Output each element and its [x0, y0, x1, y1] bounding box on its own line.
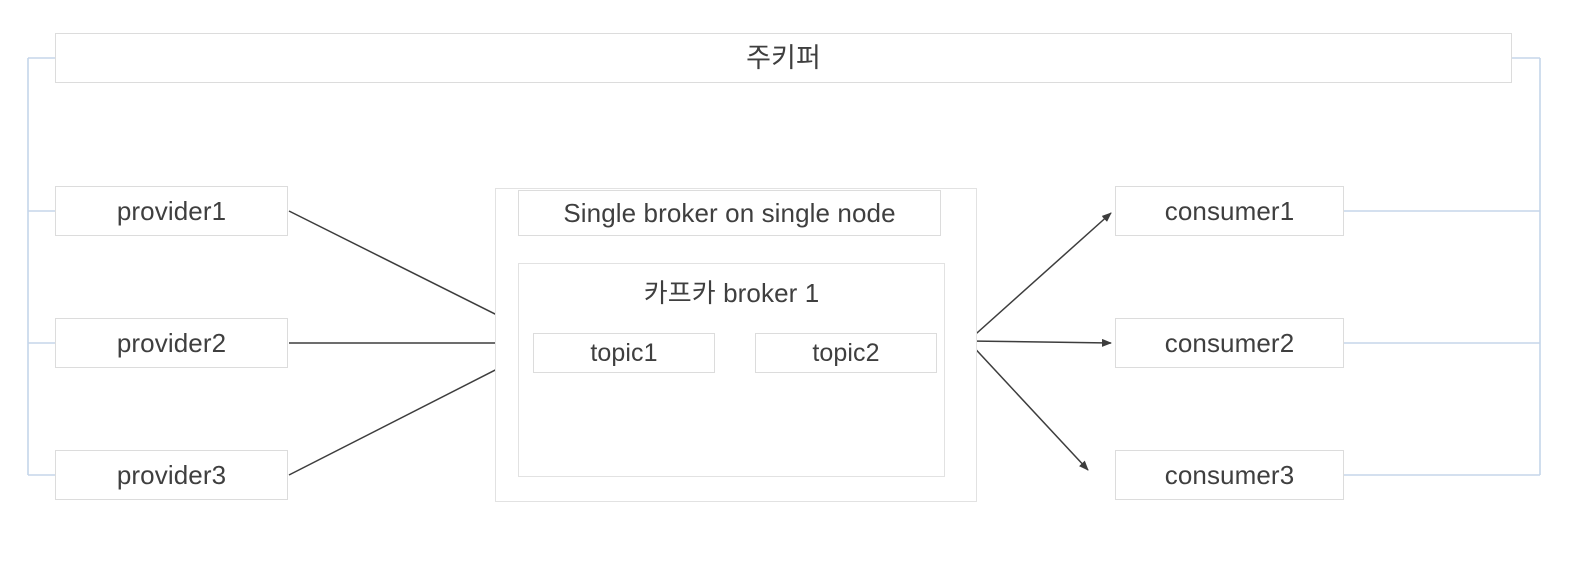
provider-box-1[interactable]: provider1 — [55, 186, 288, 236]
provider-box-2[interactable]: provider2 — [55, 318, 288, 368]
kafka-broker-label: 카프카 broker 1 — [643, 278, 820, 308]
kafka-broker-title: 카프카 broker 1 — [518, 272, 945, 314]
arrow-broker-to-consumer1 — [967, 212, 1112, 342]
topic-label-2: topic2 — [812, 338, 880, 367]
consumer-label-3: consumer3 — [1164, 460, 1295, 490]
arrow-broker-to-consumer2 — [967, 338, 1112, 347]
single-broker-label: Single broker on single node — [563, 198, 896, 228]
consumer-label-2: consumer2 — [1164, 328, 1295, 358]
consumer-label-1: consumer1 — [1164, 196, 1295, 226]
consumer-box-3[interactable]: consumer3 — [1115, 450, 1344, 500]
zookeeper-frame — [27, 57, 1541, 476]
zookeeper-label: 주키퍼 — [746, 42, 821, 73]
arrow-broker-to-consumer3 — [967, 340, 1089, 471]
topic-box-1[interactable]: topic1 — [533, 333, 715, 373]
arrow-provider3-to-broker — [288, 361, 512, 476]
producer-arrows — [288, 210, 512, 476]
provider-label-1: provider1 — [116, 196, 227, 226]
arrow-provider1-to-broker — [288, 210, 512, 323]
consumer-box-2[interactable]: consumer2 — [1115, 318, 1344, 368]
provider-label-3: provider3 — [116, 460, 227, 490]
zookeeper-box[interactable]: 주키퍼 — [55, 33, 1512, 83]
provider-box-3[interactable]: provider3 — [55, 450, 288, 500]
provider-label-2: provider2 — [116, 328, 227, 358]
topic-box-2[interactable]: topic2 — [755, 333, 937, 373]
consumer-arrows — [967, 212, 1112, 471]
consumer-box-1[interactable]: consumer1 — [1115, 186, 1344, 236]
single-broker-on-single-node-box[interactable]: Single broker on single node — [518, 190, 941, 236]
topic-label-1: topic1 — [590, 338, 658, 367]
